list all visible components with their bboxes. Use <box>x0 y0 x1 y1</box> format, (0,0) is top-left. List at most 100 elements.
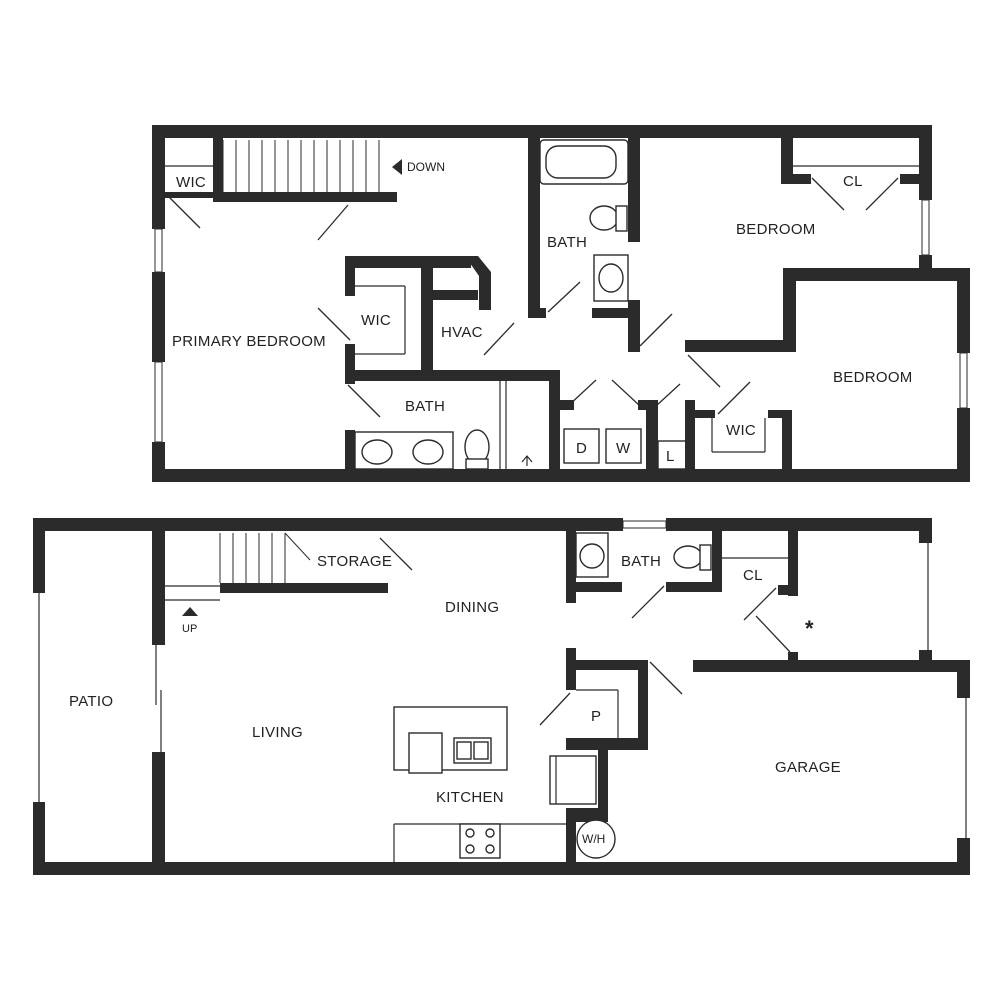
bedroom1-left-wall-top <box>628 138 640 242</box>
lbath-right <box>712 531 722 592</box>
lower-doors <box>539 585 791 726</box>
room-label-hvac: HVAC <box>441 324 483 341</box>
lcl-right <box>788 531 798 596</box>
pantry-bottom <box>566 738 648 750</box>
up-arrow-icon <box>182 607 198 616</box>
room-label-wic-2: WIC <box>361 312 391 329</box>
toilet-hall <box>589 205 619 231</box>
wic2-left-top <box>345 256 355 296</box>
room-label-wic-1: WIC <box>176 174 206 191</box>
storage-door <box>379 537 413 571</box>
sink-1 <box>361 439 393 465</box>
dishwasher <box>408 732 443 774</box>
lbath-bottom-right <box>666 582 722 592</box>
room-label-pantry: P <box>591 708 601 725</box>
pantry-right <box>638 660 648 750</box>
room-label-bath-primary: BATH <box>405 398 445 415</box>
hbath-left <box>528 138 540 318</box>
room-label-closet-lower: CL <box>743 567 763 584</box>
room-label-patio: PATIO <box>69 693 113 710</box>
bedroom1-left-wall-bot <box>628 300 640 352</box>
entry-mark-icon: * <box>805 616 814 641</box>
stair-lower-wall <box>220 583 388 593</box>
living-wall-left-top <box>152 531 165 645</box>
wic2-left-bot <box>345 344 355 384</box>
hbath-bottom-left <box>528 308 546 318</box>
toilet-lower-tank <box>699 544 712 571</box>
fridge <box>549 755 597 805</box>
lower-wall-top-left <box>33 518 623 531</box>
entry-wall-right-top <box>919 518 932 543</box>
range <box>459 823 501 859</box>
pbath-right <box>549 370 560 475</box>
wic3-top-r <box>768 410 792 418</box>
upper-window-right-b <box>959 352 968 409</box>
room-label-bedroom-1: BEDROOM <box>736 221 816 238</box>
hvac-mid <box>433 290 478 300</box>
room-label-bath-lower: BATH <box>621 553 661 570</box>
burner-2 <box>485 828 495 838</box>
water-heater <box>576 819 616 859</box>
stair-label-up: UP <box>182 623 197 635</box>
garage-right-top <box>957 660 970 698</box>
upper-wall-left-top <box>152 125 165 229</box>
upper-floor: WIC PRIMARY BEDROOM WIC HVAC BATH BATH B… <box>152 125 970 482</box>
washer-box <box>605 428 642 464</box>
kg-wall-top <box>598 748 608 810</box>
shower-drain-icon <box>521 455 533 466</box>
patio-wall-left-top <box>33 518 45 593</box>
stair-wall-bottom <box>213 192 397 202</box>
kg-wall-low <box>566 808 576 875</box>
pbath-top <box>345 370 560 381</box>
laundry-top-left <box>560 400 574 410</box>
label-dryer: D <box>576 440 587 457</box>
kitchen-sink-bowl-2 <box>473 741 489 760</box>
bathtub-inner <box>545 145 617 179</box>
garage-top-wall <box>693 660 970 672</box>
bedroom-divider <box>685 340 796 352</box>
label-linen: L <box>666 448 675 465</box>
hvac-left <box>421 256 433 370</box>
kg-wall-bot <box>566 808 608 822</box>
upper-wall-right-a <box>919 125 932 200</box>
room-label-closet-upper: CL <box>843 173 863 190</box>
upper-window-left-1 <box>154 228 163 273</box>
room-label-bath-hall: BATH <box>547 234 587 251</box>
pantry-top <box>566 660 648 670</box>
stair-treads-lower <box>219 532 311 583</box>
lbath-bottom-left <box>566 582 622 592</box>
sink-2 <box>412 439 444 465</box>
lower-wall-top-right <box>666 518 932 531</box>
burner-3 <box>465 844 475 854</box>
dryer-box <box>563 428 600 464</box>
toilet-lower <box>673 545 703 569</box>
room-label-bedroom-2: BEDROOM <box>833 369 913 386</box>
bedroom2-top-wall <box>783 268 970 281</box>
room-label-garage: GARAGE <box>775 759 841 776</box>
lbath-left <box>566 531 576 603</box>
living-wall-left-bot <box>152 752 165 867</box>
wic3-top <box>685 410 715 418</box>
sink-hall <box>598 263 624 293</box>
closet-lip-left <box>781 174 811 184</box>
laundry-right <box>646 400 658 475</box>
label-washer: W <box>616 440 631 457</box>
upper-wall-right-b2 <box>957 408 970 482</box>
lcl-bot <box>778 585 798 595</box>
upper-wall-left-mid <box>152 272 165 362</box>
hbath-bottom-right <box>592 308 640 318</box>
upper-window-right-a <box>921 199 930 256</box>
toilet-hall-tank <box>615 205 628 232</box>
garage-entry-stub <box>788 652 798 672</box>
kitchen-sink-bowl-1 <box>456 741 472 760</box>
burner-4 <box>485 844 495 854</box>
down-arrow-icon <box>392 159 402 175</box>
upper-window-left-2 <box>154 361 163 443</box>
upper-wall-right-b <box>957 268 970 353</box>
wic2-top <box>345 256 471 268</box>
patio-wall-left-bot <box>33 802 45 875</box>
toilet-primary-tank <box>465 458 489 470</box>
upper-wall-bottom <box>152 469 970 482</box>
room-label-wic-3: WIC <box>726 422 756 439</box>
